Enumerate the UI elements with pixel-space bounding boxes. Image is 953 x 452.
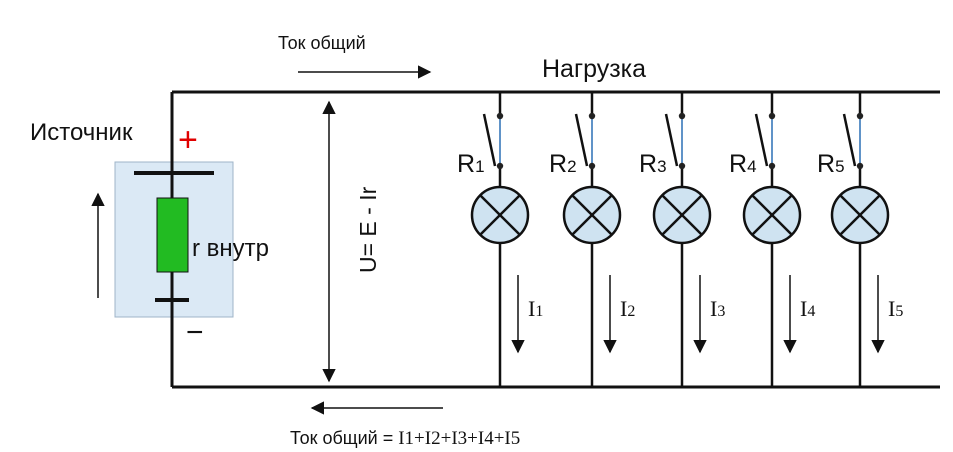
switch-blade [574, 113, 589, 167]
branch-current-label: I2 [620, 296, 635, 321]
branch-current-label: I4 [800, 296, 815, 321]
switch-terminal-top [856, 112, 864, 120]
resistor-label: R4 [729, 150, 757, 178]
internal-resistance-label: r внутр [192, 235, 269, 262]
switch-terminal-bottom [588, 162, 596, 170]
lamp-cross-b [571, 194, 613, 236]
switch-blade [842, 113, 857, 167]
lamp-cross-b [661, 194, 703, 236]
switch-terminal-bottom [496, 162, 504, 170]
switch-blade [482, 113, 497, 167]
resistor-label: R5 [817, 150, 845, 178]
resistor-label: R2 [549, 150, 577, 178]
plus-sign: + [178, 121, 198, 159]
total-current-formula: Ток общий = I1+I2+I3+I4+I5 [290, 428, 520, 449]
switch-terminal-top [496, 112, 504, 120]
lamp-cross-b [839, 194, 881, 236]
lamp-cross-b [751, 194, 793, 236]
switch-terminal-bottom [856, 162, 864, 170]
load-label: Нагрузка [542, 55, 646, 83]
switch-terminal-top [588, 112, 596, 120]
switch-blade [664, 113, 679, 167]
internal-resistor [156, 197, 189, 273]
switch-terminal-bottom [678, 162, 686, 170]
source-label: Источник [30, 119, 133, 146]
branch-current-label: I1 [528, 296, 543, 321]
lamp-cross-b [479, 194, 521, 236]
minus-sign: − [186, 316, 204, 349]
switch-blade [754, 113, 769, 167]
resistor-label: R3 [639, 150, 667, 178]
switch-terminal-top [678, 112, 686, 120]
total-current-top-label: Ток общий [278, 33, 366, 53]
resistor-label: R1 [457, 150, 485, 178]
branch-current-label: I3 [710, 296, 725, 321]
switch-terminal-top [768, 112, 776, 120]
branch-current-label: I5 [888, 296, 903, 321]
voltage-label: U= E - Ir [355, 186, 381, 273]
switch-terminal-bottom [768, 162, 776, 170]
